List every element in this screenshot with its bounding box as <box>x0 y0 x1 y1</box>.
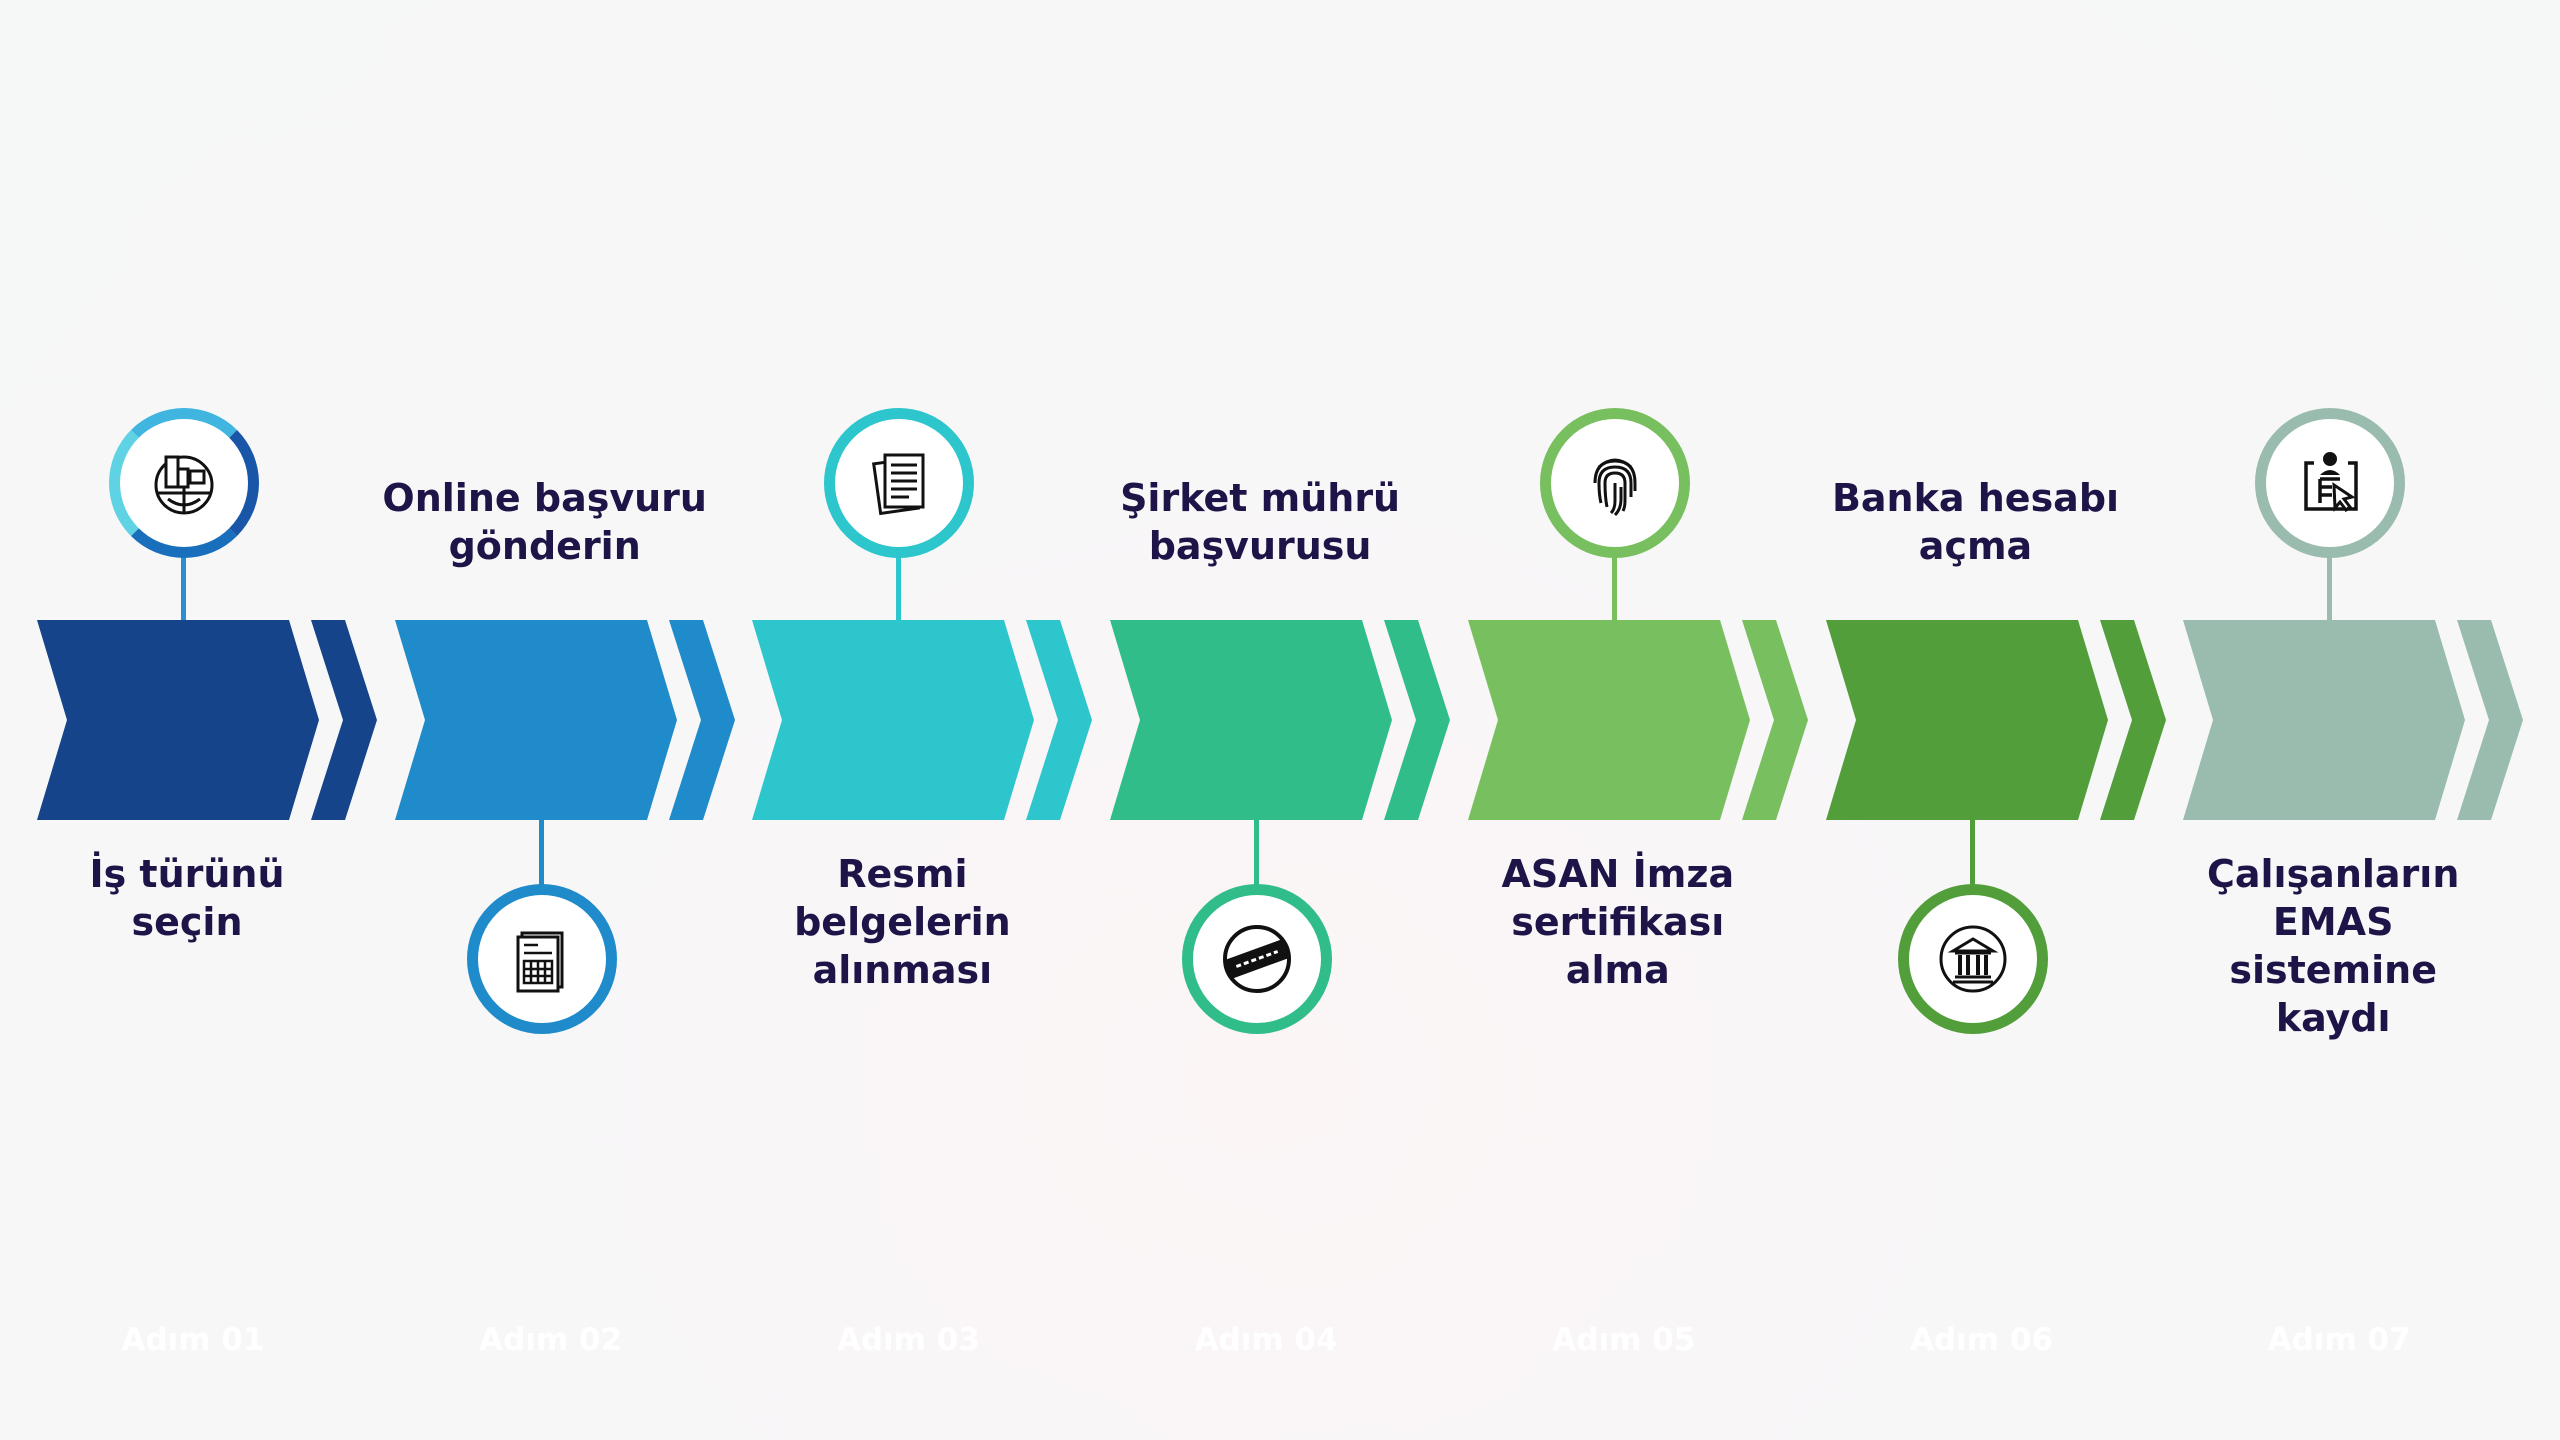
step-icon-circle <box>1182 884 1333 1034</box>
connector-line <box>1969 820 1975 886</box>
step-description-line: EMAS <box>2272 900 2394 944</box>
step-label: Adım 06 <box>1909 1322 2054 1358</box>
step-chevron: Adım 04 <box>1110 620 1470 1358</box>
step-description-line: Banka hesabı <box>1831 476 2120 520</box>
employee-registration-icon <box>2304 452 2358 513</box>
step-chevron: Adım 05 <box>1467 620 1828 1358</box>
step-description-line: belgelerin <box>794 900 1011 944</box>
step-description-line: sistemine <box>2229 948 2438 992</box>
step-chevron: Adım 07 <box>2183 620 2543 1358</box>
step-label: Adım 07 <box>2267 1322 2411 1358</box>
step-description-line: İş türünü <box>89 852 285 896</box>
step-description-line: kaydı <box>2275 996 2391 1040</box>
connector-line <box>896 554 902 620</box>
bank-icon <box>1939 925 2006 993</box>
step-label: Adım 02 <box>479 1322 623 1358</box>
chevron-main-shape <box>1110 620 1393 820</box>
step-description-line: ASAN İmza <box>1501 852 1735 896</box>
step-description-line: seçin <box>131 900 243 944</box>
chevron-main-shape <box>1825 620 2108 820</box>
chevron-main-shape <box>1467 620 1750 820</box>
step-icon-circle <box>109 408 259 558</box>
global-business-icon <box>154 455 214 515</box>
step-description-line: başvurusu <box>1148 524 1372 568</box>
documents-icon <box>872 453 925 516</box>
step-chevron: Adım 03 <box>752 620 1112 1358</box>
chevron-small-shape <box>2099 620 2166 820</box>
fingerprint-icon <box>1593 458 1637 517</box>
chevron-small-shape <box>1741 620 1808 820</box>
step-description-line: alma <box>1565 948 1670 992</box>
step-icon-circle <box>1539 408 1690 558</box>
step-description-line: sertifikası <box>1511 900 1725 944</box>
chevron-small-shape <box>1384 620 1451 820</box>
step-chevron: Adım 01 <box>37 620 397 1358</box>
step-icon-circle <box>466 884 617 1034</box>
step-chevron: Adım 02 <box>394 620 755 1358</box>
step-description-line: Resmi <box>837 852 968 896</box>
connector-line <box>1611 554 1617 620</box>
step-chevron: Adım 06 <box>1825 620 2186 1358</box>
chevron-main-shape <box>394 620 677 820</box>
connector-line <box>1254 820 1260 886</box>
form-document-icon <box>516 931 564 993</box>
connector-line <box>2327 554 2333 620</box>
chevron-small-shape <box>311 620 377 820</box>
step-description-line: gönderin <box>448 524 641 568</box>
step-label: Adım 05 <box>1552 1322 1696 1358</box>
connector-line <box>538 820 544 886</box>
connector-line <box>181 554 186 620</box>
chevron-small-shape <box>1026 620 1093 820</box>
step-icon-circle <box>824 408 975 558</box>
chevron-small-shape <box>2457 620 2524 820</box>
chevron-main-shape <box>37 620 319 820</box>
step-icon-circle <box>2255 408 2406 558</box>
step-description-line: alınması <box>812 948 993 992</box>
step-label: Adım 03 <box>836 1322 980 1358</box>
stamp-icon <box>1223 925 1292 993</box>
step-description-line: Şirket mührü <box>1120 476 1401 520</box>
chevron-main-shape <box>2183 620 2466 820</box>
step-description-line: Online başvuru <box>382 476 707 520</box>
step-label: Adım 04 <box>1194 1322 1338 1358</box>
step-label: Adım 01 <box>121 1322 265 1358</box>
step-description-line: Çalışanların <box>2206 852 2460 896</box>
step-icon-circle <box>1897 884 2048 1034</box>
step-description-line: açma <box>1918 524 2033 568</box>
chevron-small-shape <box>668 620 735 820</box>
chevron-main-shape <box>752 620 1035 820</box>
